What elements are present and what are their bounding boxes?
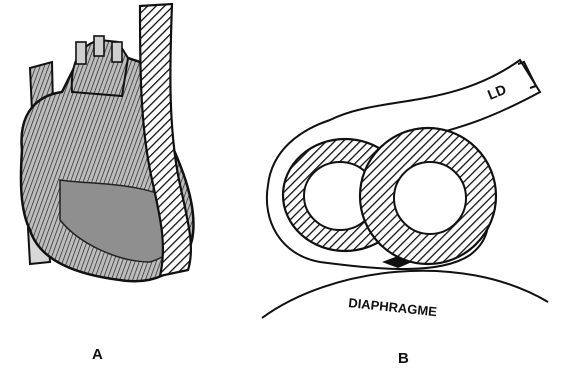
panel-label-a: A: [92, 346, 103, 363]
arch-branch-3: [112, 42, 122, 62]
cross-section-diagram: LD DIAPHRAGME: [262, 60, 548, 319]
heart-illustration: [21, 4, 194, 281]
arch-branch-2: [94, 36, 104, 56]
panel-label-b: B: [398, 350, 409, 367]
left-ventricle-cavity: [394, 162, 466, 234]
arch-branch-1: [76, 42, 86, 64]
diaphragm-label: DIAPHRAGME: [348, 295, 438, 319]
